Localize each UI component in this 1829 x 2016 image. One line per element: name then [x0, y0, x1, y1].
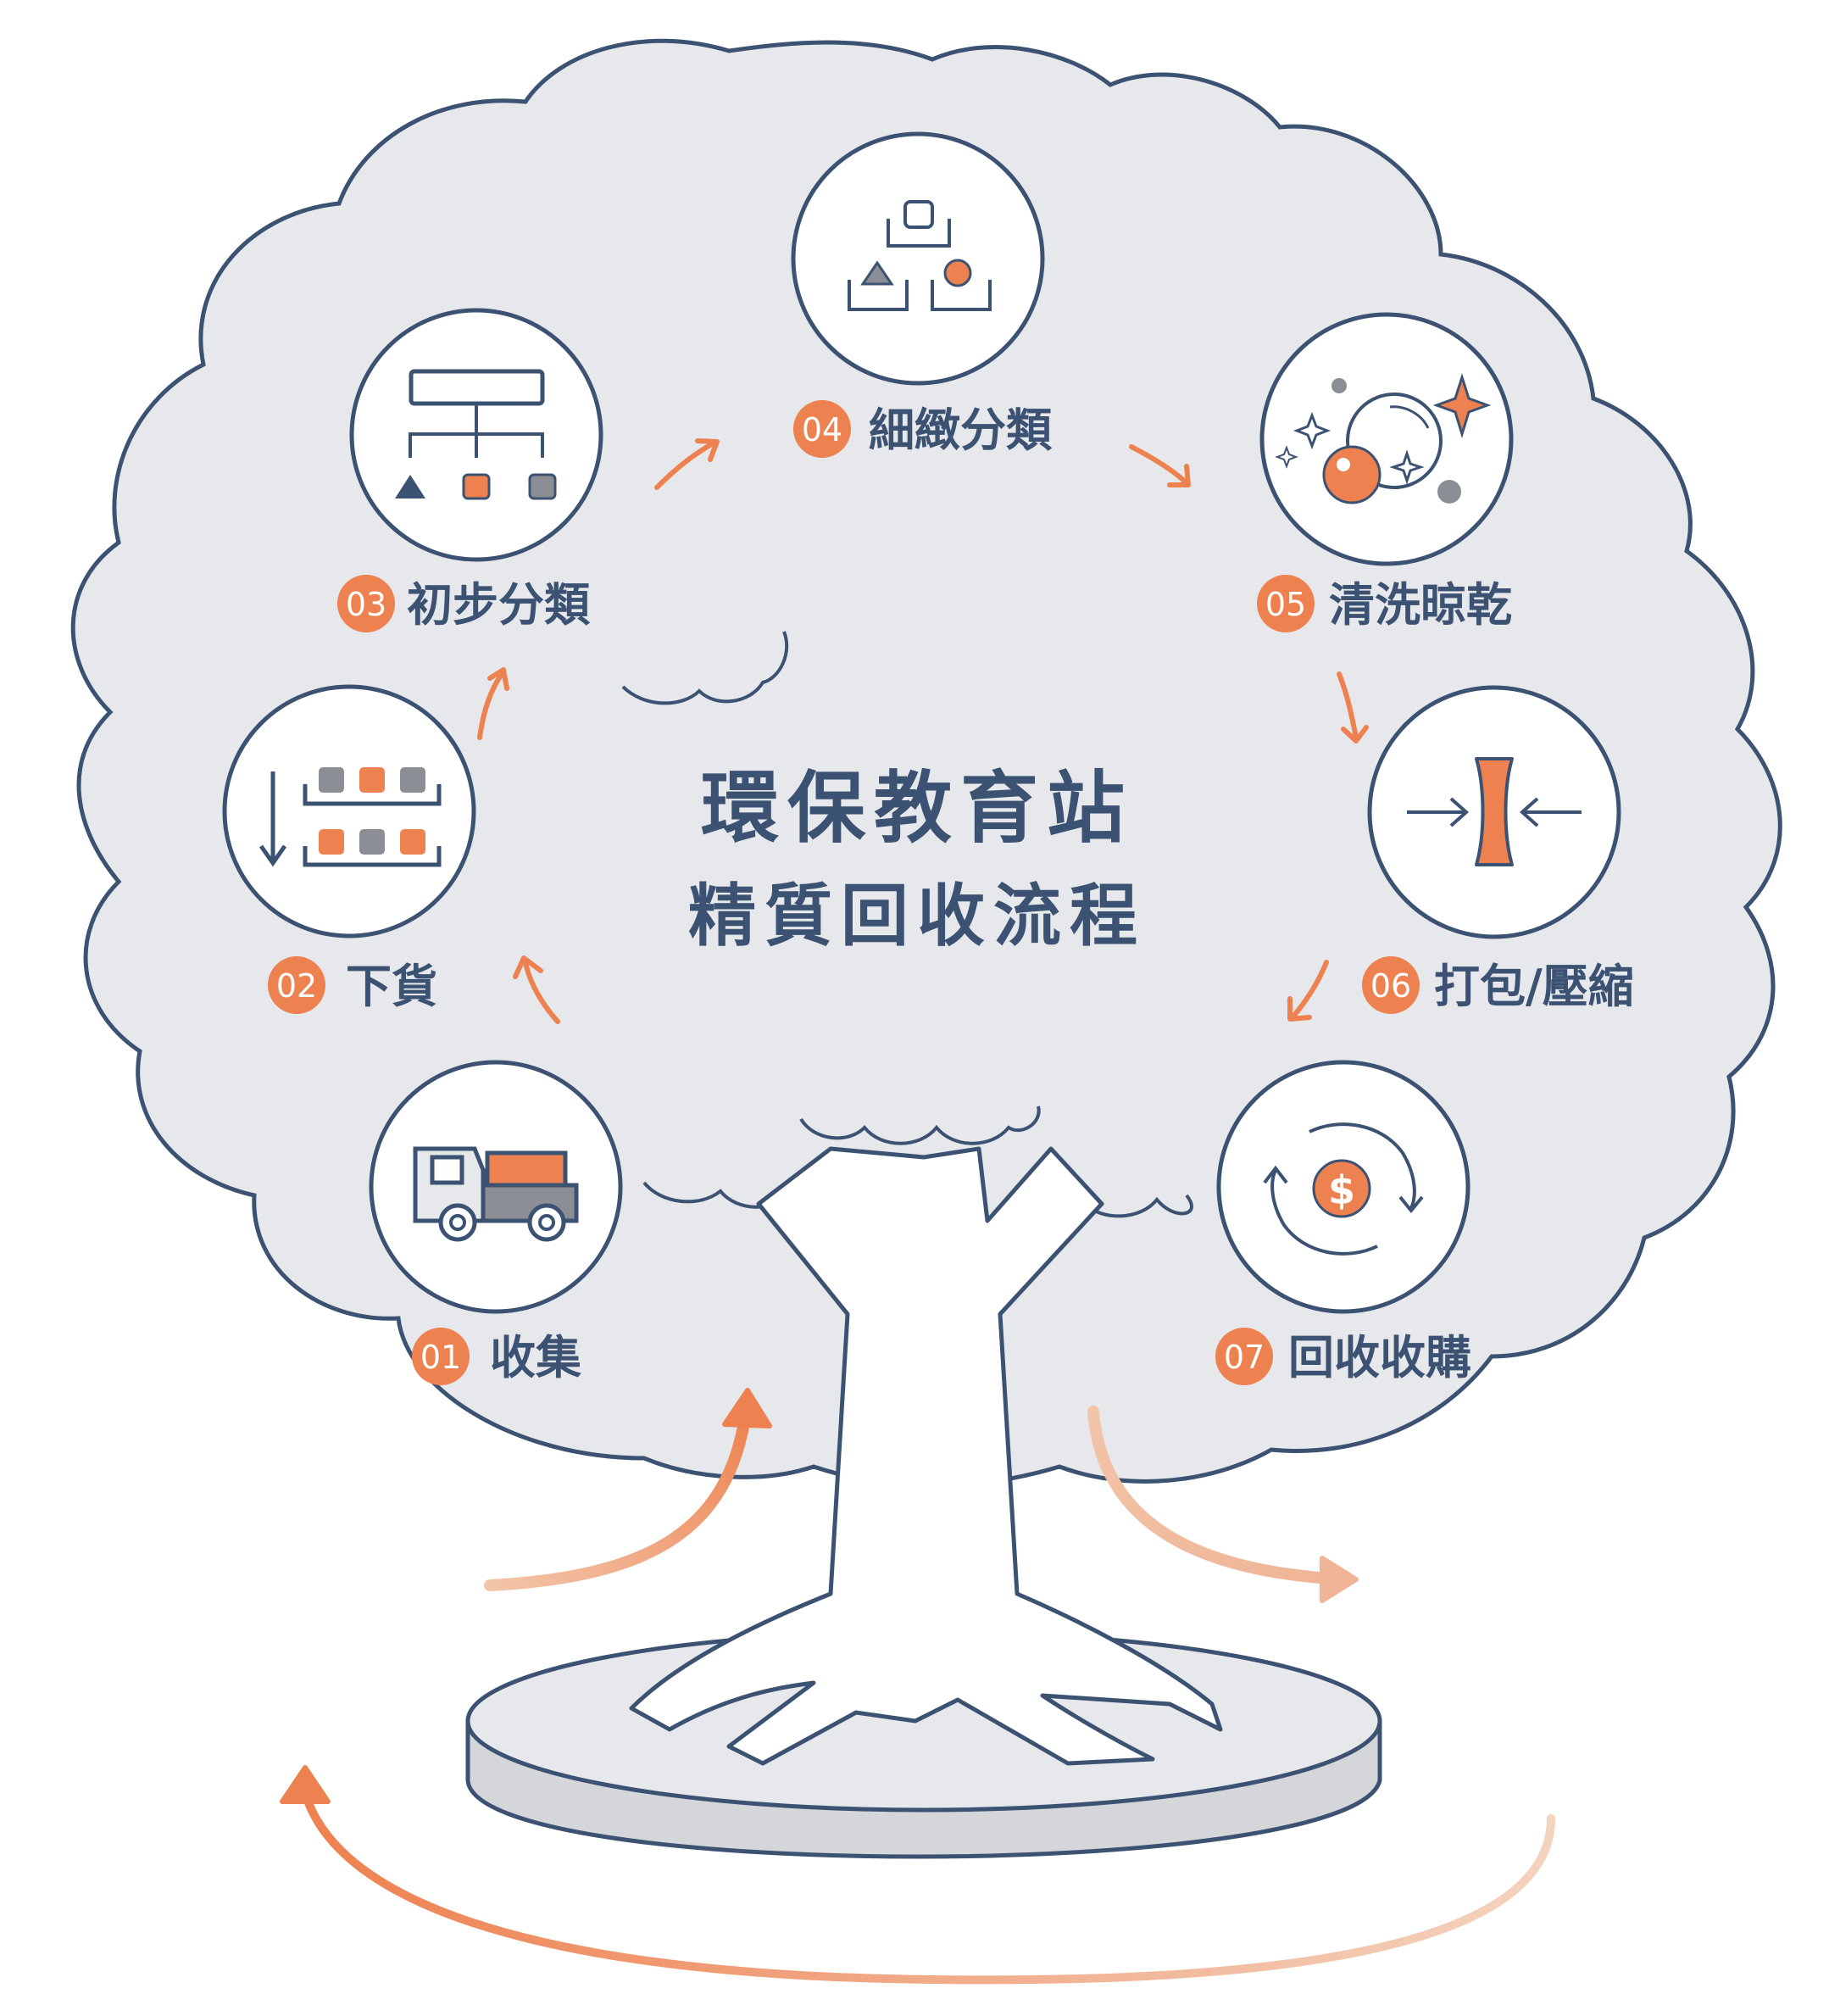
step-label: 清洗晾乾: [1329, 578, 1512, 632]
step-number: 06: [1370, 967, 1411, 1005]
diagram-title: 環保教育站: [701, 763, 1133, 854]
step-label: 下貨: [346, 960, 437, 1013]
step-label: 細緻分類: [869, 404, 1053, 457]
step-07-buyback: $ 07 回收收購: [1215, 1062, 1471, 1385]
step-number: 01: [420, 1339, 461, 1376]
step-label: 回收收購: [1288, 1331, 1471, 1384]
step-number: 07: [1224, 1339, 1265, 1376]
step-number: 03: [346, 586, 386, 623]
step-03-initial-sort: 03 初步分類: [337, 310, 601, 632]
step-label: 收集: [490, 1331, 581, 1384]
step-number: 02: [276, 967, 317, 1005]
step-05-wash-dry: 05 清洗晾乾: [1257, 315, 1512, 632]
step-06-pack-compress: 06 打包/壓縮: [1362, 688, 1634, 1014]
diagram-subtitle: 精質回收流程: [688, 877, 1146, 955]
svg-text:$: $: [1328, 1167, 1355, 1213]
step-number: 05: [1265, 586, 1306, 623]
step-04-detailed-sort: 04 細緻分類: [793, 134, 1053, 458]
step-label: 打包/壓縮: [1434, 960, 1634, 1013]
step-label: 初步分類: [407, 578, 591, 632]
step-number: 04: [802, 411, 842, 448]
